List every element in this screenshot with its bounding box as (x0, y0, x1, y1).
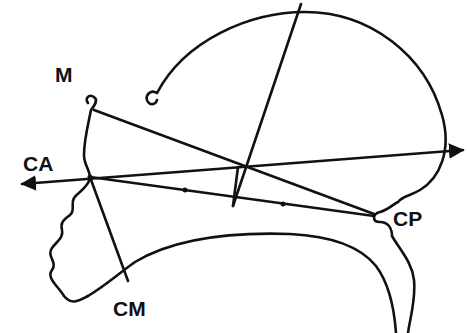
landmark-label: CA (22, 153, 54, 175)
ca-cp-line (90, 177, 374, 216)
m-cp-line (94, 110, 374, 214)
landmark-dot (88, 175, 93, 180)
skull-outline (147, 12, 446, 333)
tick-line (233, 167, 238, 206)
midpoint-dot (281, 202, 286, 207)
horizontal-axis (22, 150, 463, 184)
midpoint-dot (183, 188, 188, 193)
landmark-label: CP (392, 208, 423, 230)
ca-cm-line (90, 177, 128, 281)
vertical-axis (233, 4, 301, 206)
jaw-outline (88, 234, 396, 333)
landmark-label: M (54, 64, 74, 86)
landmark-label: CM (112, 298, 147, 320)
face-outline (50, 96, 96, 302)
